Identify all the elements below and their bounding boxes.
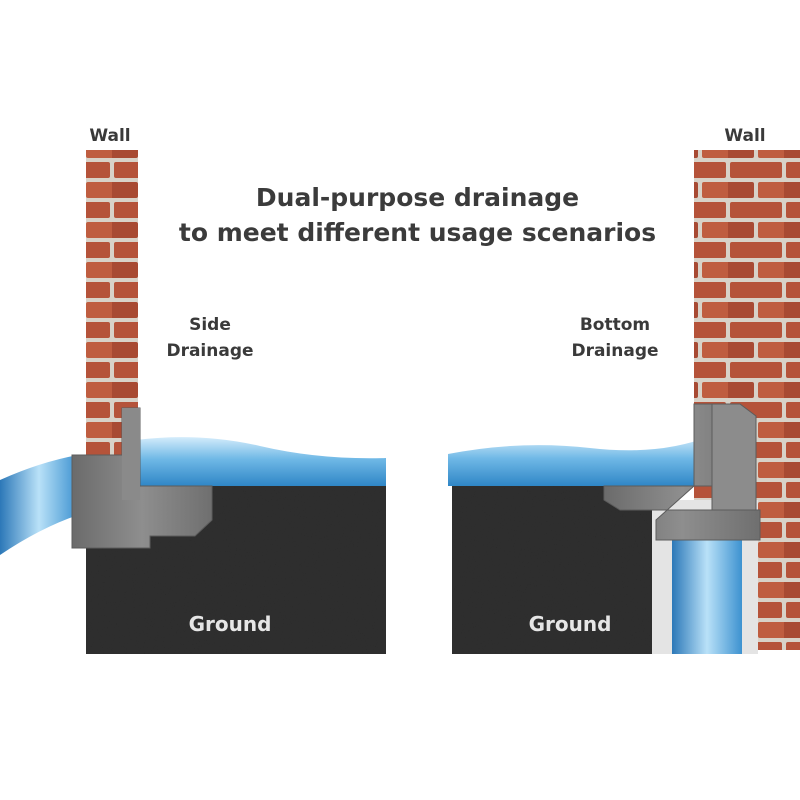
- left-ground-label: Ground: [188, 612, 272, 636]
- right-scene: [448, 150, 800, 654]
- right-ground-label: Ground: [528, 612, 612, 636]
- bottom-drainage-line-2: Drainage: [571, 341, 659, 361]
- diagram-title: Dual-purpose drainage to meet different …: [150, 180, 685, 250]
- side-drainage-line-1: Side: [189, 315, 231, 335]
- title-line-1: Dual-purpose drainage: [255, 183, 580, 212]
- side-drainage-label: Side Drainage: [160, 312, 260, 364]
- left-water-stream: [0, 455, 78, 555]
- left-water-surface: [136, 437, 386, 486]
- right-water-fall: [672, 540, 742, 654]
- bottom-drainage-line-1: Bottom: [579, 315, 651, 335]
- side-drainage-line-2: Drainage: [166, 341, 254, 361]
- right-ground-block: [452, 486, 652, 654]
- left-wall-label: Wall: [89, 126, 131, 146]
- right-wall-label: Wall: [724, 126, 766, 146]
- title-line-2: to meet different usage scenarios: [178, 218, 657, 247]
- bottom-drainage-label: Bottom Drainage: [560, 312, 670, 364]
- right-water-surface: [448, 436, 710, 486]
- left-scene: [0, 150, 386, 654]
